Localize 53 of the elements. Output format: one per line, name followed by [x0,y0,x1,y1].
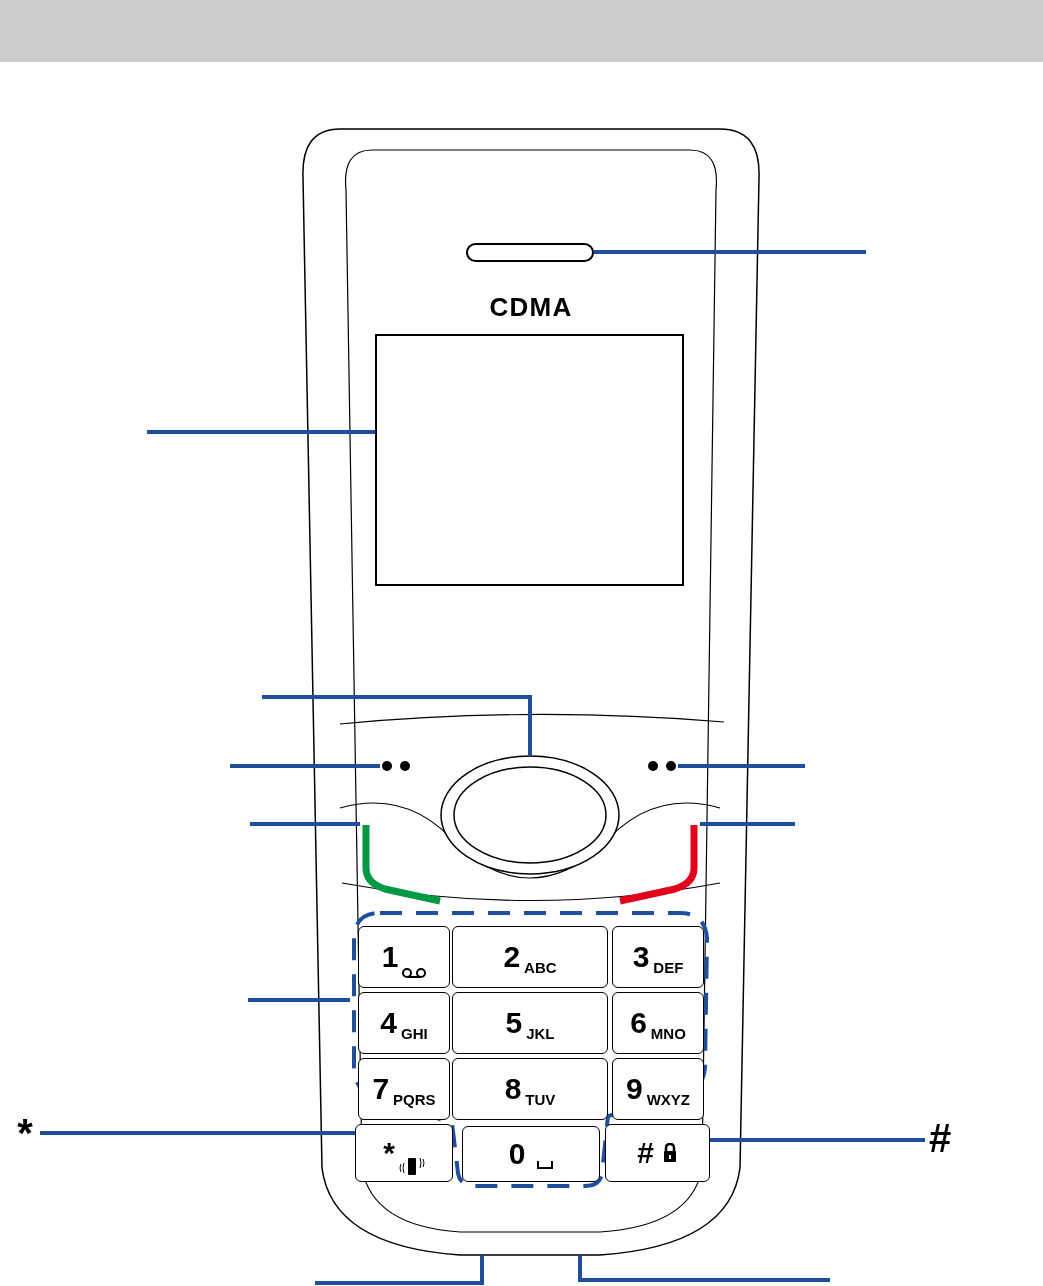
key-digit: 3 [632,942,650,972]
key-digit: # [637,1138,654,1168]
leader-line [230,764,380,768]
soft-key-dots [380,758,412,774]
key-digit: 5 [505,1008,523,1038]
key-digit: 2 [503,942,521,972]
key-letters: GHI [401,1026,428,1041]
leader-line [315,1256,484,1285]
leader-line [262,695,532,755]
keypad-key [358,992,450,1054]
leader-line [40,1131,355,1135]
key-letters: WXYZ [646,1092,690,1107]
leader-line [678,764,805,768]
leader-line [147,430,375,434]
key-letters: ABC [524,960,557,975]
key-letters: JKL [526,1026,555,1041]
keypad-outline [350,908,712,1190]
leader-line [250,822,360,826]
keypad-key [355,1124,453,1182]
navigation-key [440,755,620,875]
key-digit: 7 [372,1074,390,1104]
key-digit: 9 [626,1074,643,1104]
keypad-key [452,926,608,988]
key-digit: 0 [508,1139,526,1169]
key-digit: 1 [381,942,399,972]
callout-symbol: # [925,1118,955,1158]
leader-line [594,250,866,254]
leader-line [578,1256,830,1282]
key-digit: 6 [630,1008,647,1038]
key-letters: TUV [525,1092,556,1107]
key-digit: * [383,1138,395,1168]
leader-line [700,822,795,826]
keypad-key [358,926,450,988]
earpiece-slot [466,243,594,262]
key-letters: MNO [650,1026,686,1041]
keypad-key [462,1126,600,1182]
key-digit: 8 [504,1074,522,1104]
network-label: CDMA [489,294,573,320]
leader-line [248,998,350,1002]
soft-key-dots [646,758,678,774]
leader-line [710,1138,925,1142]
keypad-key [612,992,704,1054]
keypad-key [358,1058,450,1120]
callout-symbol: * [10,1110,40,1155]
keypad-key [452,992,608,1054]
key-letters: PQRS [393,1092,436,1107]
keypad-key [612,1058,704,1120]
key-letters: DEF [653,960,684,975]
keypad-key [452,1058,608,1120]
display-screen [375,334,684,586]
key-digit: 4 [380,1008,397,1038]
keypad-key [605,1124,710,1182]
keypad-key [612,926,704,988]
